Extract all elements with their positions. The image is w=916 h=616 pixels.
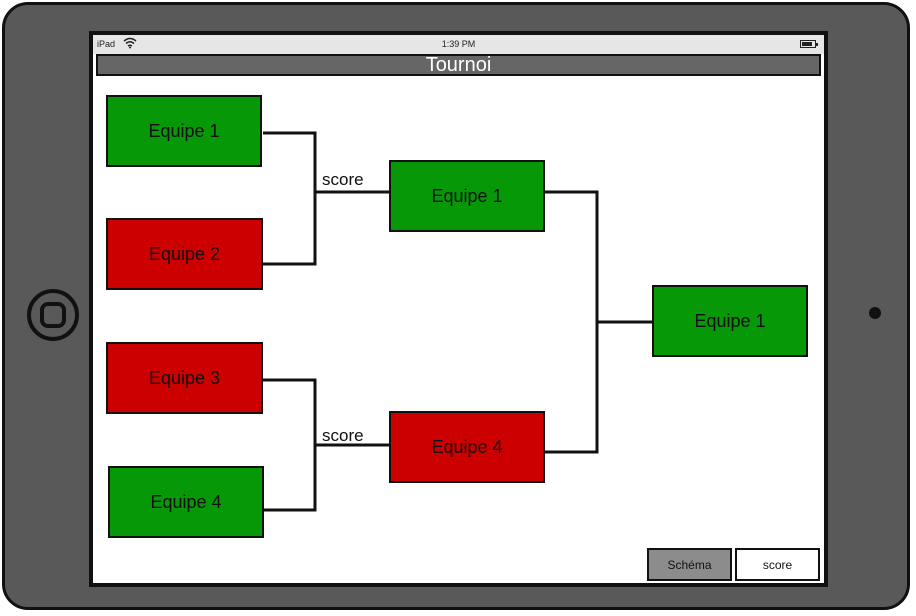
carrier-label: iPad	[97, 39, 116, 49]
match-score-label-2[interactable]: score	[322, 426, 364, 445]
team-box-r2-1[interactable]: Equipe 1	[389, 160, 545, 232]
team-name: Equipe 1	[148, 120, 220, 141]
match-score-label-1[interactable]: score	[322, 170, 364, 189]
wifi-icon	[123, 37, 137, 51]
team-name: Equipe 4	[150, 491, 222, 512]
team-box-r1-4[interactable]: Equipe 4	[108, 466, 264, 538]
screen: iPad 1:39 PM Tournoi Equipe 1 Equipe 2 E…	[89, 31, 828, 587]
home-button[interactable]	[27, 289, 79, 341]
battery-icon	[800, 40, 818, 48]
team-box-r2-2[interactable]: Equipe 4	[389, 411, 545, 483]
bracket-lines	[263, 131, 652, 512]
bracket-connector-1	[263, 131, 317, 266]
team-box-r1-3[interactable]: Equipe 3	[106, 342, 263, 414]
team-name: Equipe 4	[431, 436, 503, 457]
bracket-connector-3	[544, 190, 599, 454]
tab-schema-label: Schéma	[667, 557, 712, 572]
status-bar: iPad 1:39 PM	[93, 35, 824, 54]
tab-schema[interactable]: Schéma	[647, 548, 732, 581]
page-title: Tournoi	[96, 54, 821, 76]
team-name: Equipe 1	[694, 310, 766, 331]
tab-score-label: score	[762, 557, 793, 572]
bracket-connector-2	[263, 378, 317, 512]
tab-score[interactable]: score	[735, 548, 820, 581]
team-box-r1-2[interactable]: Equipe 2	[106, 218, 263, 290]
team-box-final[interactable]: Equipe 1	[652, 285, 808, 357]
team-name: Equipe 2	[148, 243, 221, 264]
team-name: Equipe 1	[431, 185, 503, 206]
team-box-r1-1[interactable]: Equipe 1	[106, 95, 262, 167]
camera-icon	[869, 307, 881, 319]
status-time: 1:39 PM	[441, 39, 476, 49]
team-name: Equipe 3	[148, 367, 221, 388]
